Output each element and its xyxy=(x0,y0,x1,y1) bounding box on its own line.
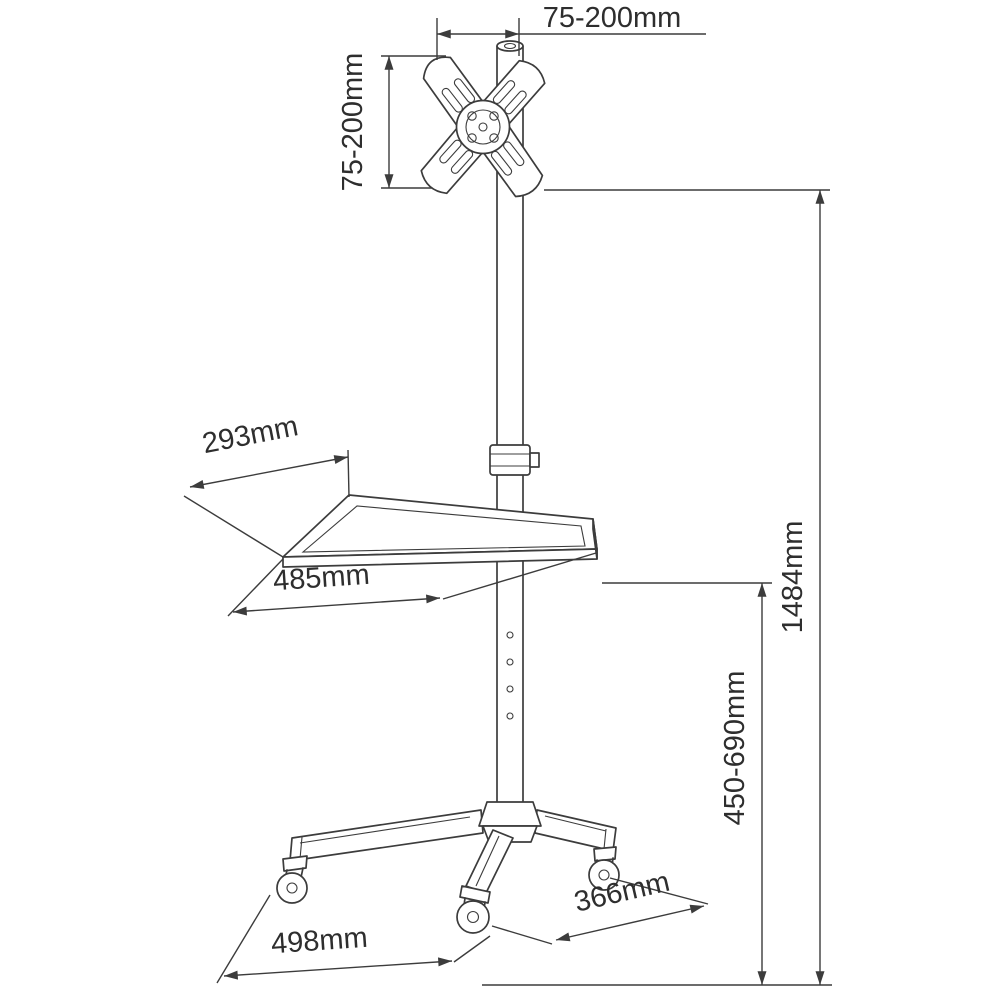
caster-wheel-hub xyxy=(286,882,298,894)
base-leg-front-line xyxy=(475,835,500,887)
pole-adjustment-holes xyxy=(506,631,514,720)
dim-base-width-label: 498mm xyxy=(270,922,369,961)
dim-vesa-height: 75-200mm xyxy=(337,53,446,192)
dimension-line xyxy=(223,957,453,980)
caster-front xyxy=(456,885,491,934)
caster-left xyxy=(276,855,308,904)
caster-wheel-hub xyxy=(598,869,610,881)
dim-total-height-label: 1484mm xyxy=(777,521,809,634)
pole-top-cap xyxy=(496,40,524,52)
vesa-center-boss xyxy=(455,99,511,155)
caster-mount xyxy=(459,885,491,904)
vesa-center-ring xyxy=(465,109,501,145)
base-hub-upper xyxy=(478,801,542,827)
dim-vesa-height-label: 75-200mm xyxy=(337,53,369,192)
caster-mount xyxy=(282,855,308,872)
caster-wheel xyxy=(588,859,620,891)
pole-hole xyxy=(506,685,514,693)
dim-pole-height-range: 450-690mm xyxy=(602,582,772,985)
base xyxy=(276,801,620,934)
extension-line xyxy=(347,449,350,498)
caster-wheel xyxy=(276,872,308,904)
clamp-body xyxy=(489,444,531,476)
shelf-side-face xyxy=(592,518,598,560)
caster-wheel-hub xyxy=(466,910,480,924)
vesa-hole xyxy=(489,111,499,121)
pole-top-hole xyxy=(503,42,517,50)
caster-right xyxy=(588,846,620,891)
extension-line xyxy=(183,495,284,558)
vesa-mount-plate xyxy=(420,56,546,198)
dimension-line xyxy=(555,904,705,942)
dim-shelf-width-label: 485mm xyxy=(272,559,371,598)
vesa-center-hole xyxy=(478,122,488,132)
dimension-line xyxy=(232,594,441,616)
extension-line xyxy=(609,877,709,905)
dim-base-width: 498mm xyxy=(216,894,491,984)
dimension-line xyxy=(189,455,349,489)
pole-hole xyxy=(506,631,514,639)
dim-shelf-width: 485mm xyxy=(227,552,597,617)
dim-vesa-width-label: 75-200mm xyxy=(543,2,682,34)
extension-line xyxy=(491,925,553,945)
caster-mount xyxy=(593,846,617,862)
vesa-hole xyxy=(489,133,499,143)
base-leg-left-line xyxy=(299,816,471,844)
shelf xyxy=(282,494,598,568)
vesa-hole xyxy=(467,133,477,143)
caster-wheel xyxy=(456,900,490,934)
shelf-rim xyxy=(301,505,586,553)
shelf-clamp xyxy=(489,444,540,476)
clamp-knob xyxy=(529,452,540,468)
base-leg-right-end xyxy=(603,828,607,850)
base-leg-right-line xyxy=(544,815,607,832)
extension-line xyxy=(442,552,597,600)
extension-line xyxy=(453,935,491,963)
pole-hole xyxy=(506,712,514,720)
base-leg-left-end xyxy=(299,836,303,860)
pole-hole xyxy=(506,658,514,666)
dim-total-height: 1484mm xyxy=(482,189,832,986)
dim-pole-height-range-label: 450-690mm xyxy=(719,671,751,826)
vesa-hole xyxy=(467,111,477,121)
dim-vesa-width: 75-200mm xyxy=(436,2,706,60)
